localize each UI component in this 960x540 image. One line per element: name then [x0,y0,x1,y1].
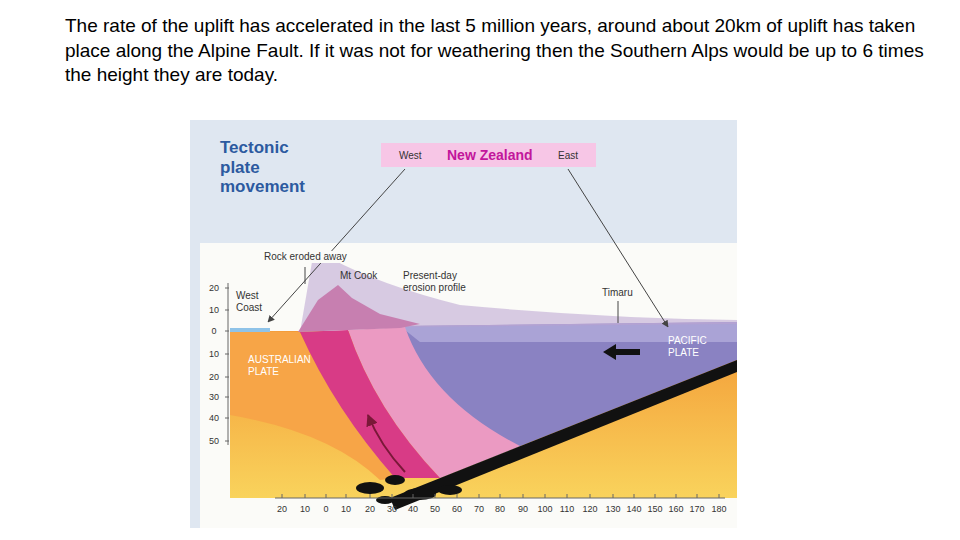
axis-tick [590,494,591,498]
axis-number: 0 [323,504,328,515]
axis-number: 40 [209,413,219,424]
axis-tick [346,494,347,498]
sky [200,243,737,528]
axis-tick [225,418,229,419]
plate-motion-arrow [603,344,640,360]
axis-number: 30 [387,504,397,515]
region-box: West New Zealand East [381,143,596,167]
axis-number: 90 [518,504,528,515]
axis-tick [457,494,458,498]
axis-number: 50 [209,436,219,447]
axis-number: 110 [560,504,574,515]
axis-number: 140 [626,504,641,515]
region-label: West Coast [236,290,268,314]
axis-number: 150 [647,504,662,515]
axis-tick [435,494,436,498]
axis-tick [697,494,698,498]
axis-number: 50 [430,504,440,515]
axis-number: 180 [711,504,726,515]
axis-ticks [225,288,719,498]
slab-fragment [438,485,462,495]
slab-fragment [385,475,405,485]
axis-tick [613,494,614,498]
axis-number: 20 [209,283,219,294]
leader-line [618,301,619,323]
sea [230,328,270,332]
axis-tick [567,494,568,498]
axis-number: 100 [537,504,552,515]
axis-tick [225,377,229,378]
axis-number: 60 [452,504,462,515]
axis-number: 10 [209,349,219,360]
country-name: New Zealand [447,147,533,163]
axis-tick [282,494,283,498]
uplift-arrow [368,415,405,472]
axis-tick [655,494,656,498]
axis-tick [676,494,677,498]
axis-number: 130 [605,504,620,515]
subducting-slab [390,360,737,510]
axis-tick [225,441,229,442]
picture-ground [190,120,737,528]
axis-tick [479,494,480,498]
region-label: Mt Cook [340,270,377,282]
axis-number: 10 [341,504,351,515]
axis-tick [225,354,229,355]
axis-tick [545,494,546,498]
axis-tick [413,494,414,498]
plate-label: PACIFIC PLATE [668,335,720,359]
uplift-band [300,330,440,478]
axis-number: 20 [277,504,287,515]
axis-tick [225,310,229,311]
axis-tick [500,494,501,498]
axis-tick [392,494,393,498]
axis-number: 30 [209,392,219,403]
axis-number: 120 [582,504,597,515]
axis-tick [225,397,229,398]
region-label: Timaru [602,287,633,299]
axis-tick [305,494,306,498]
plate-label: AUSTRALIAN PLATE [248,354,328,378]
slab-fragment [376,496,394,504]
axis-number: 80 [495,504,505,515]
axis-tick [225,288,229,289]
axis-tick [225,331,229,332]
axis-tick [370,494,371,498]
axis-number: 10 [300,504,310,515]
axis-number: 20 [209,372,219,383]
slab-fragment [356,482,384,494]
direction-label: West [399,150,422,161]
region-label: Rock eroded away [262,251,349,263]
mountain-profile [298,285,420,332]
depth-axis [228,283,229,445]
axis-number: 160 [668,504,683,515]
axis-number: 20 [365,504,375,515]
section-panel [200,243,737,528]
diagram-title: Tectonic plate movement [220,138,325,197]
axis-number: 0 [211,326,216,337]
axis-tick [326,494,327,498]
region-label: Present-day erosion profile [403,270,488,294]
axis-number: 170 [689,504,704,515]
slide-text: The rate of the uplift has accelerated i… [65,14,945,88]
axis-tick [634,494,635,498]
axis-number: 40 [408,504,418,515]
axis-tick [719,494,720,498]
axis-number: 10 [209,305,219,316]
pointer-arrow [568,169,668,327]
axis-number: 70 [474,504,484,515]
direction-label: East [558,150,578,161]
axis-tick [523,494,524,498]
